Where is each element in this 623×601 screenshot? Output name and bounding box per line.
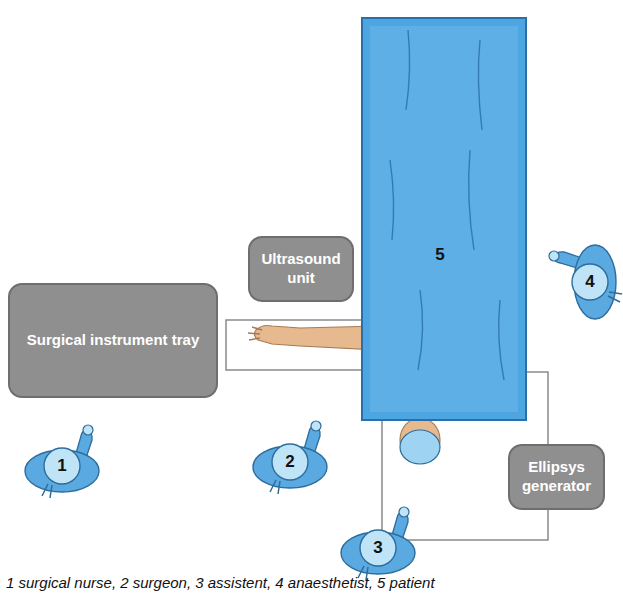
callout-number: 1: [57, 456, 66, 476]
staff-figure: [341, 507, 415, 580]
cap-ties: [270, 480, 280, 494]
equipment-box: Ellipsys generator: [508, 444, 605, 510]
staff-figure: [549, 245, 622, 319]
equipment-label: Ellipsys generator: [518, 458, 595, 496]
staff-head: [44, 448, 80, 484]
callout-number: 5: [435, 245, 444, 265]
figure-caption: 1 surgical nurse, 2 surgeon, 3 assistent…: [6, 574, 617, 591]
equipment-label: Surgical instrument tray: [27, 331, 200, 350]
callout-number: 4: [585, 272, 594, 292]
staff-shoulders: [253, 446, 327, 488]
staff-figure: [253, 421, 327, 494]
staff-shoulders: [341, 532, 415, 574]
callout-number: 3: [373, 538, 382, 558]
drape-folds: [390, 30, 504, 380]
patient-cap: [400, 430, 440, 464]
staff-head: [272, 444, 308, 480]
patient-fingers: [248, 327, 262, 340]
cap-ties: [608, 292, 622, 302]
drape-highlight: [370, 26, 518, 412]
staff-head: [360, 530, 396, 566]
cap-ties: [42, 484, 52, 498]
staff-hand: [311, 421, 321, 431]
staff-shoulders: [25, 450, 99, 492]
staff-hand: [83, 425, 93, 435]
staff-hand: [549, 251, 559, 261]
equipment-label: Ultrasound unit: [258, 250, 344, 288]
patient-drape: [362, 18, 526, 420]
equipment-box: Surgical instrument tray: [8, 283, 218, 398]
staff-head: [572, 264, 608, 300]
equipment-box: Ultrasound unit: [248, 236, 354, 302]
staff-figure: [25, 425, 99, 498]
staff-hand: [399, 507, 409, 517]
callout-number: 2: [285, 452, 294, 472]
